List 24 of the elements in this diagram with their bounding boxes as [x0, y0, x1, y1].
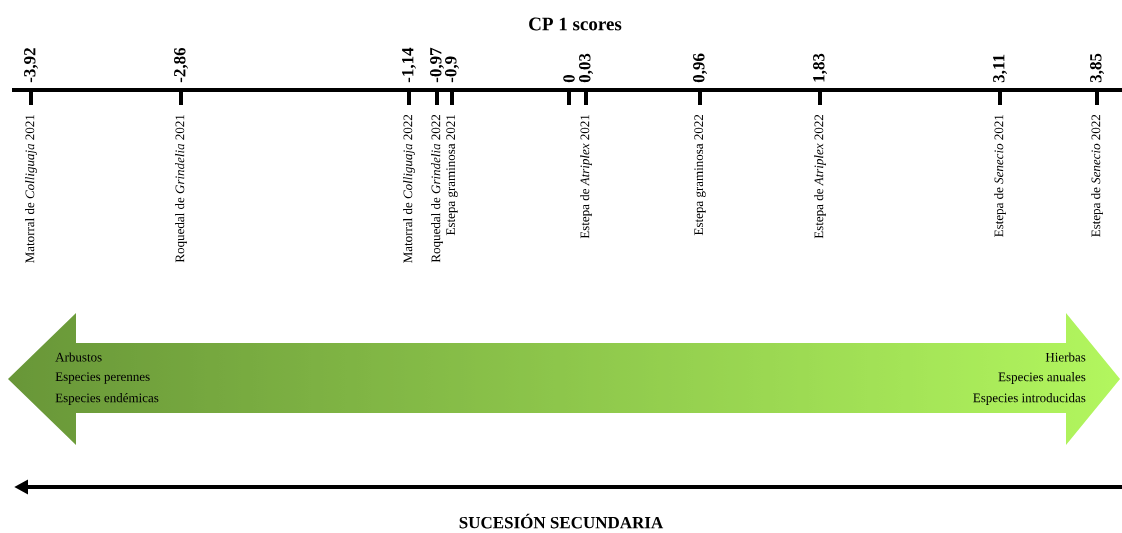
axis-title: CP 1 scores — [529, 17, 622, 31]
tick-value: -0,9 — [445, 56, 459, 83]
tick-value: -1,14 — [402, 47, 416, 83]
tick-value: 0,03 — [579, 53, 593, 83]
tick-value: -2,86 — [174, 47, 188, 83]
tick-value: 3,85 — [1090, 53, 1104, 83]
site-label: Matorral de Colliguaja 2021 — [25, 115, 37, 263]
tick-value: 3,11 — [993, 54, 1007, 83]
axis-caption: SUCESIÓN SECUNDARIA — [459, 513, 664, 529]
site-label: Estepa graminosa 2022 — [694, 114, 706, 236]
tick-value: -3,92 — [24, 48, 38, 83]
tick-value: 0 — [563, 74, 575, 83]
site-label: Roquedal de Grindelia 2022 — [431, 114, 443, 263]
site-label: Roquedal de Grindelia 2021 — [175, 115, 187, 263]
site-label: Estepa de Senecio 2021 — [994, 115, 1006, 237]
tick-value: 1,83 — [813, 53, 827, 82]
double-arrow: Arbustos Especies perennes Especies endémicas Hierbas Especies anuales Especies introducidas — [55, 352, 1086, 405]
site-label: Estepa de Atriplex 2021 — [580, 115, 592, 239]
tick-value: -0,97 — [430, 47, 444, 83]
tick-value: 0,96 — [693, 53, 707, 83]
site-label: Estepa graminosa 2021 — [446, 114, 458, 236]
site-label: Estepa de Senecio 2022 — [1091, 114, 1103, 237]
site-label: Estepa de Atriplex 2022 — [814, 114, 826, 239]
site-label: Matorral de Colliguaja 2022 — [403, 114, 415, 263]
